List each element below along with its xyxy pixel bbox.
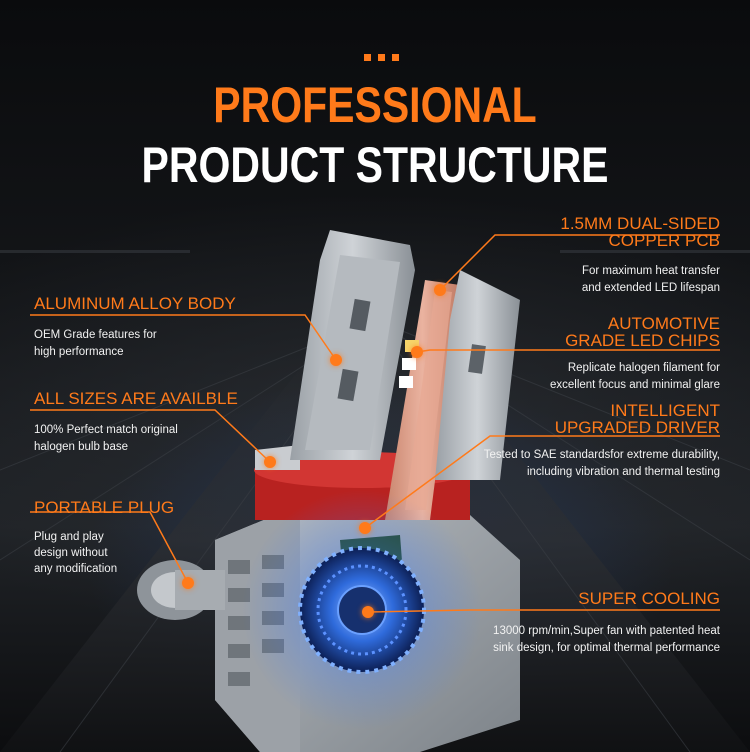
feature-body-desc-1: OEM Grade features for — [34, 329, 157, 341]
feature-cooling-desc-1: 13000 rpm/min,Super fan with patented he… — [493, 625, 720, 637]
feature-body-desc-2: high performance — [34, 346, 124, 358]
feature-body-title: ALUMINUM ALLOY BODY — [34, 294, 236, 313]
feature-cooling-title: SUPER COOLING — [578, 589, 720, 608]
feature-chips-title-2: GRADE LED CHIPS — [565, 331, 720, 350]
feature-pcb-title-2: COPPER PCB — [608, 231, 720, 250]
feature-cooling-desc-2: sink design, for optimal thermal perform… — [493, 642, 720, 654]
feature-driver-title-1: INTELLIGENT — [610, 401, 720, 420]
callout-dot-body — [330, 354, 342, 366]
feature-chips-title-1: AUTOMOTIVE — [607, 314, 720, 333]
callout-dot-chips — [411, 346, 423, 358]
feature-chips-desc-1: Replicate halogen filament for — [567, 362, 720, 374]
header-dots — [364, 54, 399, 61]
feature-sizes-desc-1: 100% Perfect match original — [34, 424, 178, 436]
feature-plug-desc-3: any modification — [34, 563, 118, 575]
feature-sizes-title: ALL SIZES ARE AVAILBLE — [34, 389, 238, 408]
feature-plug-desc-2: design without — [34, 547, 108, 559]
callout-dot-driver — [359, 522, 371, 534]
callout-dot-sizes — [264, 456, 276, 468]
feature-driver-desc-1: Tested to SAE standardsfor extreme durab… — [483, 449, 720, 461]
feature-pcb-desc-1: For maximum heat transfer — [581, 265, 720, 277]
feature-sizes-desc-2: halogen bulb base — [34, 441, 128, 453]
feature-driver-desc-2: including vibration and thermal testing — [526, 466, 720, 478]
callout-dot-pcb — [434, 284, 446, 296]
feature-pcb-desc-2: and extended LED lifespan — [581, 282, 720, 294]
title-product-structure: PRODUCT STRUCTURE — [141, 137, 609, 193]
callout-dot-plug — [182, 577, 194, 589]
feature-chips-desc-2: excellent focus and minimal glare — [549, 379, 720, 391]
feature-plug-desc-1: Plug and play — [34, 531, 104, 543]
feature-pcb-title-1: 1.5MM DUAL-SIDED — [560, 214, 720, 233]
feature-driver-title-2: UPGRADED DRIVER — [554, 418, 720, 437]
callout-dot-cooling — [362, 606, 374, 618]
feature-plug-title: PORTABLE PLUG — [34, 498, 175, 517]
title-professional: PROFESSIONAL — [213, 77, 537, 133]
